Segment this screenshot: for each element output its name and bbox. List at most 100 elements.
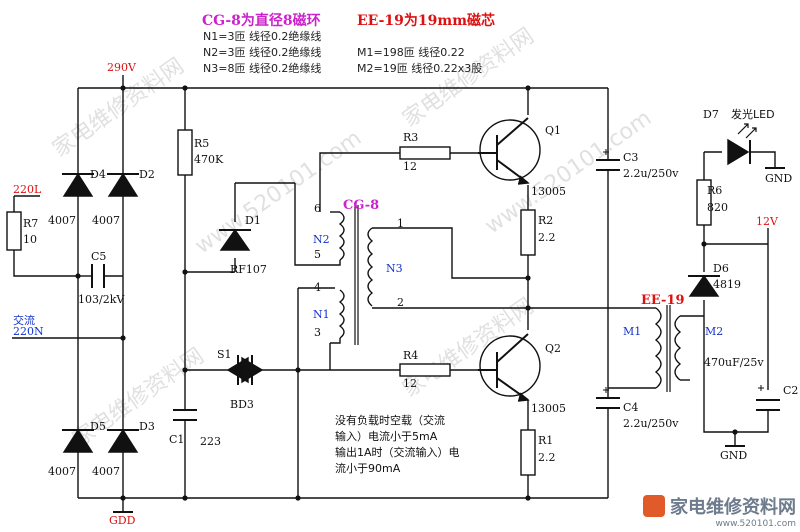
label-c1: C1	[169, 433, 185, 446]
label-d6-value: 4819	[713, 278, 741, 291]
diode-d6	[688, 274, 720, 297]
label-d3-value: 4007	[92, 465, 120, 478]
label-ac: 交流	[13, 314, 35, 327]
junction-dot	[182, 367, 188, 373]
label-c3: C3	[623, 151, 639, 164]
diode-d4	[62, 172, 94, 197]
label-r4-value: 12	[403, 377, 417, 390]
label-r5: R5	[194, 137, 210, 150]
label-d4: D4	[90, 168, 106, 181]
resistor-r7	[6, 211, 22, 251]
label-c2-value: 470uF/25v	[704, 356, 764, 369]
wire	[319, 152, 400, 212]
diac-bd3	[226, 355, 264, 385]
label-220n: 220N	[13, 325, 44, 338]
note-line-4: 流小于90mA	[335, 462, 401, 475]
brand-url: www.520101.com	[715, 519, 796, 529]
capacitors	[91, 149, 780, 432]
label-r3-value: 12	[403, 160, 417, 173]
label-cg8: CG-8	[343, 198, 380, 213]
brand-name: 家电维修资料网	[670, 497, 796, 518]
junction-dot	[182, 85, 188, 91]
diode-d1	[219, 228, 251, 251]
junction-dot	[182, 269, 188, 275]
pin-3: 3	[314, 326, 321, 339]
label-c2: C2	[783, 384, 799, 397]
junction-dots	[75, 85, 738, 501]
resistor-r6	[696, 179, 712, 226]
note-line-2: 输入）电流小于5mA	[335, 430, 438, 443]
label-d6: D6	[713, 262, 729, 275]
label-c4-value: 2.2u/250v	[623, 417, 679, 430]
junction-dot	[120, 335, 126, 341]
label-d2: D2	[139, 168, 155, 181]
brand-logo-icon	[642, 495, 665, 517]
junction-dot	[295, 495, 301, 501]
header-cg8-title: CG-8为直径8磁环	[202, 13, 321, 29]
junction-dot	[182, 495, 188, 501]
label-d1-value: RF107	[230, 263, 267, 276]
label-m2: M2	[705, 325, 724, 338]
wire	[335, 260, 341, 266]
label-d1: D1	[245, 214, 261, 227]
pin-5: 5	[314, 248, 321, 261]
label-q1-value: 13005	[531, 185, 566, 198]
resistor-r2	[520, 209, 536, 256]
wire	[372, 227, 528, 279]
diodes	[62, 123, 757, 453]
label-d5-value: 4007	[48, 465, 76, 478]
junction-dot	[120, 85, 126, 91]
resistor-r1	[520, 429, 536, 476]
label-r2: R2	[538, 214, 554, 227]
capacitor-c2	[756, 399, 780, 411]
label-q2: Q2	[545, 342, 562, 355]
pin-2: 2	[397, 296, 404, 309]
note-line-3: 输出1A时（交流输入）电	[335, 446, 460, 459]
winding-m1	[654, 307, 662, 389]
label-d5: D5	[90, 420, 106, 433]
spec-n2: N2=3匝 线径0.2绝缘线	[203, 46, 322, 59]
diode-d3	[107, 428, 139, 453]
transistor-q2-leads	[478, 333, 529, 401]
label-r7-value: 10	[23, 233, 37, 246]
resistor-r5	[177, 129, 193, 176]
label-c5: C5	[91, 250, 107, 263]
label-290v: 290V	[107, 61, 136, 74]
arrow	[517, 392, 530, 402]
spec-m2: M2=19匝 线径0.22x3股	[357, 62, 483, 75]
label-d4-value: 4007	[48, 214, 76, 227]
label-d7: D7	[703, 108, 719, 121]
resistors	[6, 129, 712, 476]
resistor-r4	[399, 363, 451, 377]
spec-n1: N1=3匝 线径0.2绝缘线	[203, 30, 322, 43]
ground-symbols	[113, 167, 785, 513]
junction-dot	[525, 275, 531, 281]
label-r5-value: 470K	[194, 153, 224, 166]
label-c4: C4	[623, 401, 639, 414]
wire	[750, 151, 776, 168]
label-c1-value: 223	[200, 435, 221, 448]
label-r1: R1	[538, 434, 554, 447]
pin-1: 1	[397, 217, 404, 230]
label-c5-value: 103/2kV	[78, 293, 125, 306]
junction-dot	[525, 85, 531, 91]
transistor-q1	[479, 119, 541, 181]
brand-watermark: 家电维修资料网 www.520101.com	[642, 493, 796, 529]
winding-n1	[338, 289, 345, 339]
winding-n2	[338, 211, 345, 261]
label-n2: N2	[313, 233, 330, 246]
note-line-1: 没有负载时空载（交流	[335, 414, 445, 427]
winding-n3	[367, 227, 374, 307]
winding-m2	[674, 315, 682, 381]
label-ee19: EE-19	[641, 293, 685, 308]
transformer-cg8	[330, 205, 374, 345]
label-m1: M1	[623, 325, 642, 338]
label-220l: 220L	[13, 183, 42, 196]
transformer-ee19	[654, 305, 682, 392]
junction-dot	[732, 429, 738, 435]
label-q2-value: 13005	[531, 402, 566, 415]
pin-4: 4	[314, 281, 321, 294]
label-d2-value: 4007	[92, 214, 120, 227]
label-r4: R4	[403, 349, 419, 362]
